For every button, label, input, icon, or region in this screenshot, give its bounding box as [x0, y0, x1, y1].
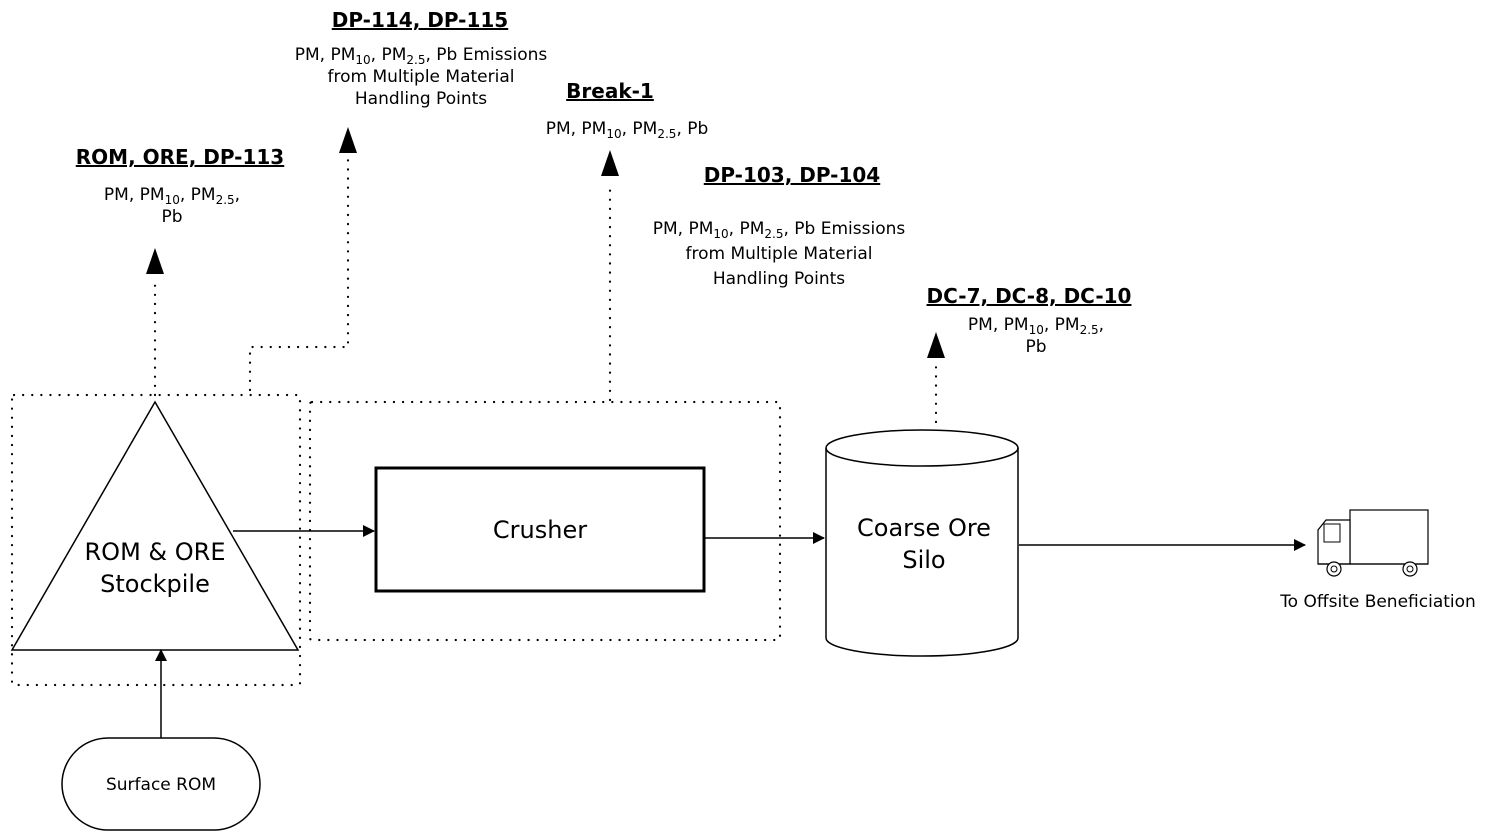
- stockpile-label-2: Stockpile: [100, 570, 210, 598]
- stockpile-triangle: [10, 400, 300, 651]
- stockpile-label-1: ROM & ORE: [85, 538, 226, 566]
- arrow-up-icon: [339, 127, 357, 153]
- title-break1: Break-1: [566, 79, 654, 103]
- silo-label-1: Coarse Ore: [857, 514, 991, 542]
- truck-icon: [1317, 509, 1429, 577]
- crusher-label: Crusher: [493, 516, 587, 544]
- emission-path-dp114: [248, 156, 350, 392]
- emissions-dc7: PM, PM10, PM2.5,Pb: [968, 315, 1104, 357]
- arrow-up-icon: [601, 150, 619, 176]
- arrow-up-icon: [146, 248, 164, 274]
- emissions-break1: PM, PM10, PM2.5, Pb: [546, 119, 709, 141]
- emissions-rom: PM, PM10, PM2.5,Pb: [104, 185, 240, 227]
- silo-label-2: Silo: [902, 546, 945, 574]
- title-dp103: DP-103, DP-104: [704, 163, 880, 187]
- title-rom: ROM, ORE, DP-113: [76, 145, 284, 169]
- destination-label: To Offsite Beneficiation: [1279, 592, 1476, 612]
- arrow-up-icon: [927, 332, 945, 358]
- silo-top: [825, 429, 1019, 467]
- crusher-enclosure: [308, 400, 782, 642]
- surface-rom-label: Surface ROM: [106, 775, 216, 795]
- title-dc7: DC-7, DC-8, DC-10: [927, 284, 1132, 308]
- crusher-box: [374, 466, 706, 593]
- silo-body: [825, 448, 1019, 657]
- title-dp114: DP-114, DP-115: [332, 8, 508, 32]
